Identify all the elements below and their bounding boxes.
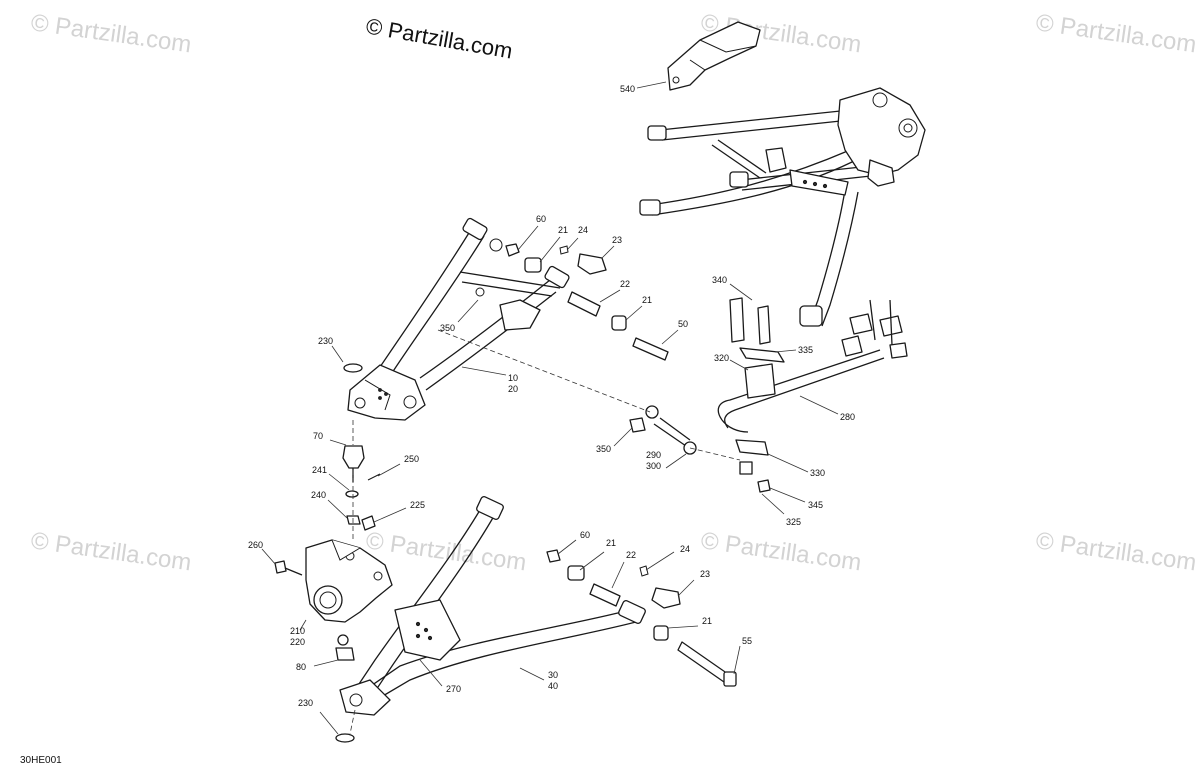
part-540-skid-plate: [667, 21, 761, 91]
callout-label: 24: [578, 225, 588, 235]
callout-label: 325: [786, 517, 801, 527]
callout-label: 350: [440, 323, 455, 333]
callout-label: 230: [318, 336, 333, 346]
callout-label: 350: [596, 444, 611, 454]
callout-label: 60: [580, 530, 590, 540]
callout-label: 21: [642, 295, 652, 305]
callout-label: 80: [296, 662, 306, 672]
watermark-text: © Partzilla.com: [1034, 527, 1198, 576]
callout-labels: 540 60 21 24 23 22 21 50 350 230 10 20 3…: [248, 84, 855, 708]
callout-label: 335: [798, 345, 813, 355]
upper-a-arm: [347, 217, 570, 421]
watermark-text: © Partzilla.com: [1034, 9, 1198, 58]
upper-arm-hardware: [475, 243, 669, 361]
callout-label: 23: [612, 235, 622, 245]
callout-label: 330: [810, 468, 825, 478]
callout-label: 540: [620, 84, 635, 94]
callout-label: 250: [404, 454, 419, 464]
drawing-code: 30HE001: [20, 755, 62, 766]
callout-label: 225: [410, 500, 425, 510]
ball-joint-stack: [342, 363, 381, 531]
callout-label: 21: [606, 538, 616, 548]
snap-ring-230-bottom: [335, 733, 355, 743]
bolt-260: [274, 560, 303, 576]
watermark-text: © Partzilla.com: [699, 527, 863, 576]
callout-label: 40: [548, 681, 558, 691]
callout-label: 70: [313, 431, 323, 441]
callout-label: 320: [714, 353, 729, 363]
watermark-layer: © Partzilla.com © Partzilla.com © Partzi…: [29, 9, 1198, 576]
callout-label: 22: [620, 279, 630, 289]
callout-label: 230: [298, 698, 313, 708]
callout-label: 30: [548, 670, 558, 680]
watermark-text: © Partzilla.com: [29, 9, 193, 58]
callout-label: 10: [508, 373, 518, 383]
knuckle-210-220: [305, 539, 393, 623]
callout-label: 340: [712, 275, 727, 285]
callout-label: 345: [808, 500, 823, 510]
callout-label: 50: [678, 319, 688, 329]
watermark-text: © Partzilla.com: [29, 527, 193, 576]
callout-label: 290: [646, 450, 661, 460]
callout-label: 21: [702, 616, 712, 626]
callout-label: 300: [646, 461, 661, 471]
rear-frame-assembly: [639, 87, 926, 327]
callout-label: 21: [558, 225, 568, 235]
callout-label: 280: [840, 412, 855, 422]
callout-label: 240: [311, 490, 326, 500]
callout-label: 24: [680, 544, 690, 554]
callout-label: 210: [290, 626, 305, 636]
callout-label: 20: [508, 384, 518, 394]
watermark-text: © Partzilla.com: [364, 527, 528, 576]
callout-label: 260: [248, 540, 263, 550]
callout-label: 270: [446, 684, 461, 694]
callout-label: 220: [290, 637, 305, 647]
callout-label: 22: [626, 550, 636, 560]
lower-a-arm: [339, 496, 646, 716]
copyright-text: © Partzilla.com: [364, 13, 514, 63]
callout-label: 55: [742, 636, 752, 646]
ball-joint-80: [335, 634, 355, 661]
sway-bar-assembly: [717, 297, 908, 493]
callout-label: 23: [700, 569, 710, 579]
callout-label: 60: [536, 214, 546, 224]
sway-link-290-300: [629, 405, 697, 455]
callout-label: 241: [312, 465, 327, 475]
lower-arm-hardware: [546, 549, 737, 687]
